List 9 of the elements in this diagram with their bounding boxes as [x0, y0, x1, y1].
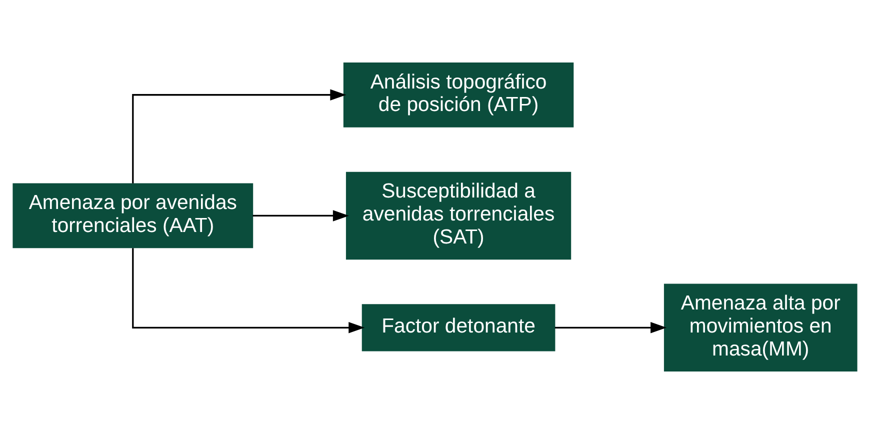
node-box: Amenaza por avenidas torrenciales (AAT) — [12, 182, 254, 248]
node-box: Susceptibilidad a avenidas torrenciales (SAT) — [346, 171, 572, 260]
arrow — [252, 210, 349, 221]
arrow — [132, 248, 365, 333]
arrow — [132, 88, 346, 183]
arrow — [554, 322, 667, 333]
node-box: Amenaza alta por movimientos en masa(MM) — [664, 283, 858, 372]
node-box: Análisis topográfico de posición (ATP) — [343, 62, 574, 127]
node-box: Factor detonante — [362, 304, 556, 351]
